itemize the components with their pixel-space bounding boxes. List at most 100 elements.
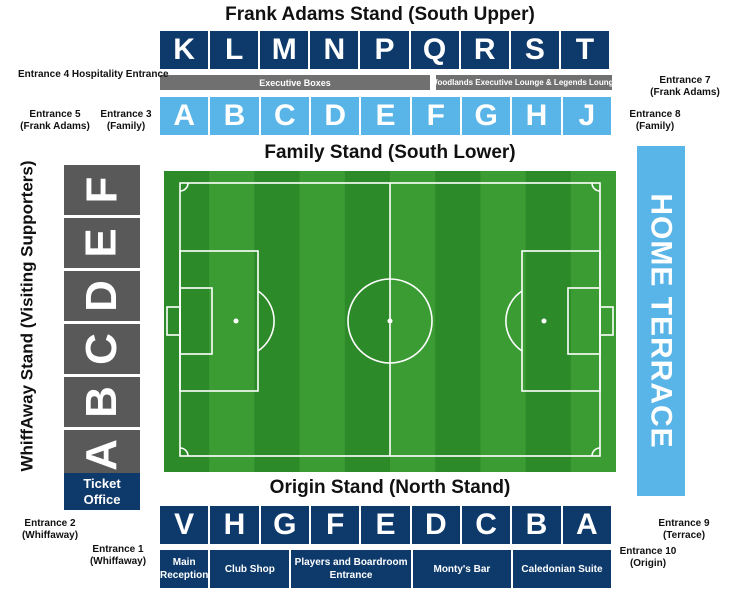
facility-players-and-boardroom-entrance[interactable]: Players and Boardroom Entrance xyxy=(291,550,411,588)
south-upper-block-l[interactable]: L xyxy=(210,31,259,69)
west-stand-block-label: D xyxy=(77,280,126,312)
south-lower-title: Family Stand (South Lower) xyxy=(264,142,516,163)
west-stand-block-e[interactable]: E xyxy=(64,218,140,268)
centre-spot xyxy=(387,318,393,324)
entrance-9-line2: (Terrace) xyxy=(662,530,706,541)
south-upper-block-t[interactable]: T xyxy=(560,31,609,69)
pitch-stripes xyxy=(164,171,616,472)
facility-main-reception[interactable]: Main Reception xyxy=(160,550,209,588)
lounge-bar[interactable]: Woodlands Executive Lounge & Legends Lou… xyxy=(430,75,618,90)
pitch-stripe xyxy=(435,171,481,472)
south-upper-block-s[interactable]: S xyxy=(510,31,559,69)
south-lower-block-h[interactable]: H xyxy=(512,97,561,135)
pitch-stripe xyxy=(525,171,572,472)
corner-arc-tl xyxy=(179,182,189,192)
west-stand-block-d[interactable]: D xyxy=(64,271,140,321)
entrance-5-line1: Entrance 5 xyxy=(29,109,81,120)
south-upper-block-r[interactable]: R xyxy=(460,31,509,69)
entrance-3-label: Entrance 3(Family) xyxy=(98,109,154,133)
facility-monty-s-bar[interactable]: Monty's Bar xyxy=(412,550,511,588)
north-stand-title: Origin Stand (North Stand) xyxy=(269,477,511,498)
north-stand-block-v[interactable]: V xyxy=(160,506,209,544)
south-lower-block-f[interactable]: F xyxy=(411,97,460,135)
south-lower-block-j[interactable]: J xyxy=(562,97,611,135)
south-lower-block-a[interactable]: A xyxy=(160,97,209,135)
facility-club-shop[interactable]: Club Shop xyxy=(210,550,290,588)
entrance-1-line2: (Whiffaway) xyxy=(89,556,147,567)
north-stand-block-f[interactable]: F xyxy=(310,506,360,544)
pitch-stripe xyxy=(570,171,616,472)
north-stand-block-b[interactable]: B xyxy=(512,506,561,544)
entrance-8-label: Entrance 8(Family) xyxy=(620,109,690,133)
south-upper-block-m[interactable]: M xyxy=(260,31,309,69)
entrance-1-label: Entrance 1(Whiffaway) xyxy=(86,544,150,568)
south-lower-block-e[interactable]: E xyxy=(361,97,410,135)
pitch-stripe xyxy=(344,171,391,472)
pitch-stripe xyxy=(390,171,436,472)
north-stand-block-g[interactable]: G xyxy=(260,506,309,544)
right-penalty-spot xyxy=(541,318,547,324)
entrance-2-line2: (Whiffaway) xyxy=(21,530,79,541)
entrance-10-line1: Entrance 10 xyxy=(619,546,677,557)
left-penalty-arc xyxy=(257,290,275,352)
south-upper-title: Frank Adams Stand (South Upper) xyxy=(225,4,535,25)
south-upper-block-p[interactable]: P xyxy=(360,31,409,69)
south-lower-block-b[interactable]: B xyxy=(210,97,259,135)
south-lower-block-d[interactable]: D xyxy=(310,97,360,135)
entrance-7-line1: Entrance 7 xyxy=(659,75,711,86)
ticket-office[interactable]: Ticket Office xyxy=(64,473,140,510)
west-stand-block-label: A xyxy=(77,439,126,471)
left-goal xyxy=(166,306,181,336)
ticket-office-line1: Ticket xyxy=(83,475,121,491)
south-upper-block-q[interactable]: Q xyxy=(410,31,459,69)
entrance-5-line2: (Frank Adams) xyxy=(20,121,90,132)
facility-caledonian-suite[interactable]: Caledonian Suite xyxy=(512,550,611,588)
entrance-2-line1: Entrance 2 xyxy=(24,518,76,529)
corner-arc-br xyxy=(591,447,601,457)
entrance-8-line1: Entrance 8 xyxy=(629,109,681,120)
south-lower-block-g[interactable]: G xyxy=(461,97,511,135)
football-pitch xyxy=(164,171,616,472)
west-stand-title-text: WhiffAway Stand (Visiting Supporters) xyxy=(18,160,37,472)
entrance-3-line2: (Family) xyxy=(106,121,146,132)
ticket-office-line2: Office xyxy=(83,491,121,507)
right-penalty-arc xyxy=(505,290,523,352)
entrance-5-label: Entrance 5(Frank Adams) xyxy=(18,109,92,133)
entrance-8-line2: (Family) xyxy=(635,121,675,132)
west-stand-block-label: B xyxy=(77,386,126,418)
west-stand-title: WhiffAway Stand (Visiting Supporters) xyxy=(10,160,46,471)
west-stand-block-a[interactable]: A xyxy=(64,430,140,480)
corner-arc-bl xyxy=(179,447,189,457)
pitch-stripe xyxy=(164,171,210,472)
home-terrace-label: HOME TERRACE xyxy=(645,193,678,449)
north-stand-block-c[interactable]: C xyxy=(461,506,511,544)
entrance-10-label: Entrance 10(Origin) xyxy=(616,546,680,570)
north-stand-block-e[interactable]: E xyxy=(361,506,410,544)
south-upper-block-k[interactable]: K xyxy=(160,31,209,69)
corner-arc-tr xyxy=(591,182,601,192)
west-stand-block-label: C xyxy=(77,333,126,365)
west-stand-block-f[interactable]: F xyxy=(64,165,140,215)
executive-boxes-bar[interactable]: Executive Boxes xyxy=(160,75,430,90)
entrance-7-line2: (Frank Adams) xyxy=(650,87,720,98)
north-stand-block-h[interactable]: H xyxy=(210,506,259,544)
home-terrace[interactable]: HOME TERRACE xyxy=(637,146,685,496)
west-stand-block-b[interactable]: B xyxy=(64,377,140,427)
pitch-stripe xyxy=(254,171,301,472)
entrance-10-line2: (Origin) xyxy=(629,558,667,569)
north-stand-block-a[interactable]: A xyxy=(562,506,611,544)
north-stand-block-d[interactable]: D xyxy=(411,506,460,544)
pitch-stripe xyxy=(299,171,346,472)
right-goal xyxy=(599,306,614,336)
centre-circle xyxy=(347,278,433,364)
left-penalty-spot xyxy=(233,318,239,324)
west-stand-block-c[interactable]: C xyxy=(64,324,140,374)
entrance-9-label: Entrance 9(Terrace) xyxy=(652,518,716,542)
south-lower-block-c[interactable]: C xyxy=(260,97,309,135)
west-stand-block-label: E xyxy=(76,228,126,258)
south-upper-block-n[interactable]: N xyxy=(310,31,359,69)
